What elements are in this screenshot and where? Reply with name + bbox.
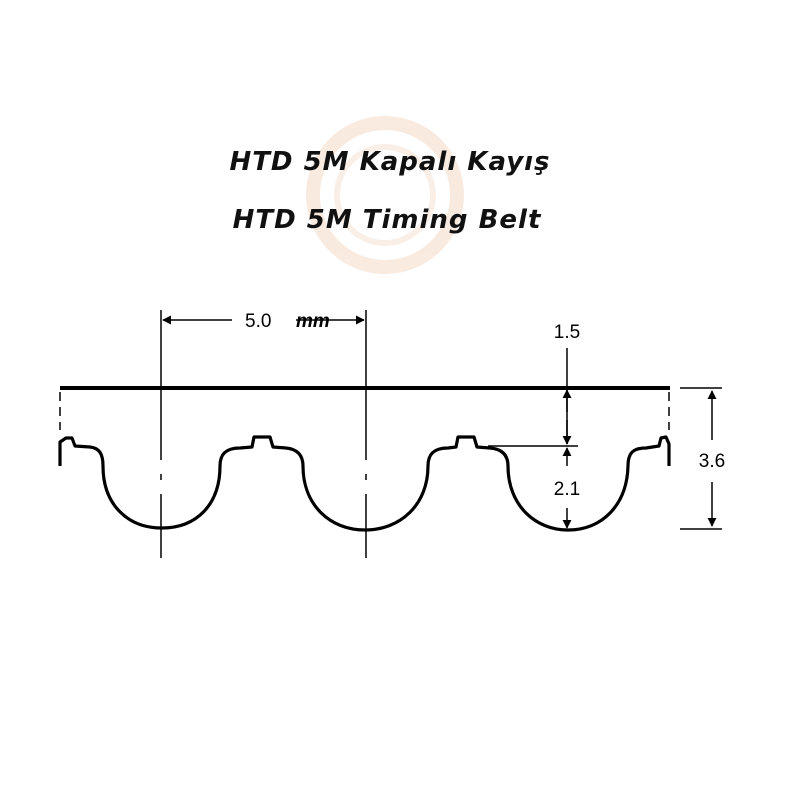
title-english: HTD 5M Timing Belt bbox=[233, 205, 542, 235]
total-height-label: 3.6 bbox=[699, 451, 725, 472]
tooth-depth-label: 2.1 bbox=[554, 479, 580, 500]
pitch-value-label: 5.0 bbox=[245, 311, 271, 332]
watermark-logo bbox=[306, 116, 464, 274]
pitch-unit-label: mm bbox=[296, 311, 330, 332]
land-thickness-label: 1.5 bbox=[554, 322, 580, 343]
title-turkish: HTD 5M Kapalı Kayış bbox=[229, 147, 550, 177]
belt-tooth-profile bbox=[58, 435, 671, 532]
